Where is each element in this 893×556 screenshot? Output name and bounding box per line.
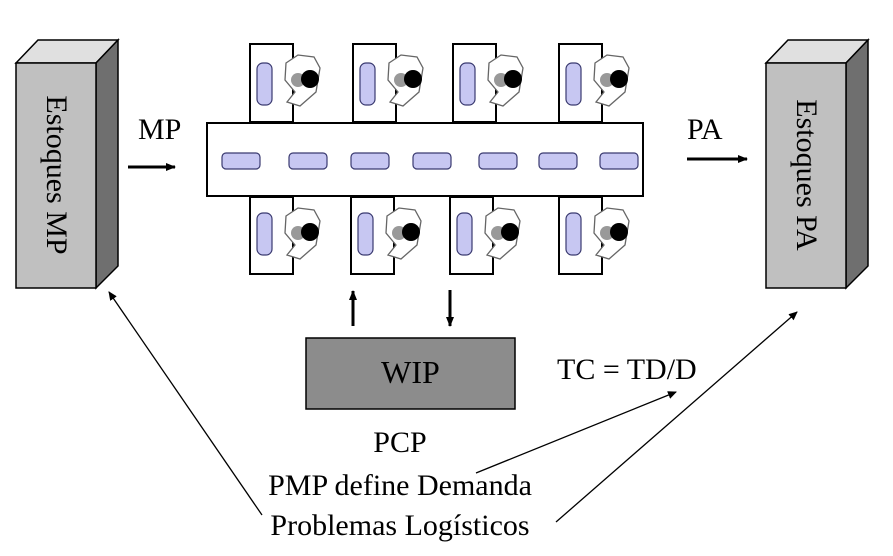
annotation-arrow-to-pa [555,311,798,523]
note-pmp-demand: PMP define Demanda [268,469,532,502]
workstation-parts-top [256,62,582,106]
operator-icon [284,207,321,260]
output-flow-label: PA [687,113,723,146]
finished-goods-inventory-label: Estoques PA [790,99,823,251]
workstation-parts-bottom [256,212,582,256]
wip-label: WIP [381,354,440,390]
operator-icon [593,54,630,107]
operator-icon [484,207,521,260]
operator-icon [487,54,524,107]
note-logistics-problems: Problemas Logísticos [270,509,530,542]
annotation-arrow-to-mp [108,291,263,516]
raw-material-inventory-label: Estoques MP [40,95,73,255]
input-flow-label: MP [138,113,182,146]
raw-material-inventory-box [14,38,120,290]
operator-icon [387,54,424,107]
operator-icon [284,54,321,107]
operator-icon [593,207,630,260]
takt-formula: TC = TD/D [557,353,697,386]
annotation-arrow-to-formula [475,391,677,474]
finished-goods-inventory-box [764,38,870,290]
wip-box [305,337,516,410]
conveyor-parts [221,152,639,170]
operator-icon [385,207,422,260]
note-pcp: PCP [373,426,427,459]
